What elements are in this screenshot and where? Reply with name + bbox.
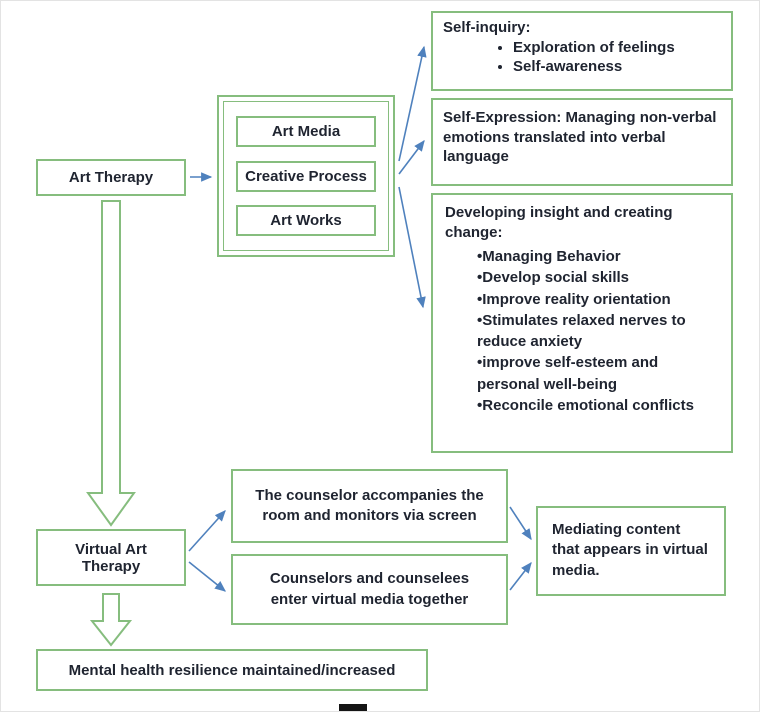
arrow-together-to-mediating — [509, 561, 532, 591]
self-inquiry-node: Self-inquiry: Exploration of feelings Se… — [431, 11, 733, 91]
counselor-monitor-node: The counselor accompanies the room and m… — [231, 469, 508, 543]
art-therapy-node: Art Therapy — [36, 159, 186, 196]
developing-insight-node: Developing insight and creating change: … — [431, 193, 733, 453]
art-media-label: Art Media — [271, 122, 341, 140]
creative-process-group-inner-frame: Art Media Creative Process Art Works — [223, 101, 389, 251]
self-inquiry-bullet: Self-awareness — [513, 58, 731, 75]
art-works-node: Art Works — [236, 205, 376, 237]
art-works-label: Art Works — [270, 212, 342, 230]
arrow-group-to-developing — [398, 186, 426, 309]
art-media-node: Art Media — [236, 115, 376, 147]
art-therapy-label: Art Therapy — [68, 169, 154, 186]
developing-bullet: Managing Behavior — [477, 246, 723, 267]
developing-bullet: Improve reality orientation — [477, 289, 723, 310]
arrow-group-to-selfinquiry — [398, 45, 427, 162]
arrow-group-to-selfexpression — [398, 139, 425, 175]
developing-bullet: Stimulates relaxed nerves to reduce anxi… — [477, 310, 723, 353]
developing-insight-bullet-list: Managing Behavior Develop social skills … — [433, 242, 731, 416]
creative-process-node: Creative Process — [236, 160, 376, 192]
creative-process-group: Art Media Creative Process Art Works — [217, 95, 395, 257]
developing-insight-title: Developing insight and creating change: — [445, 204, 673, 241]
counselors-together-node: Counselors and counselees enter virtual … — [231, 554, 508, 625]
developing-bullet: Develop social skills — [477, 267, 723, 288]
self-inquiry-bullet: Exploration of feelings — [513, 39, 731, 56]
block-arrow-arttherapy-to-virtual — [86, 200, 136, 527]
developing-bullet: Reconcile emotional conflicts — [477, 395, 723, 416]
counselor-monitor-text: The counselor accompanies the room and m… — [255, 486, 484, 524]
block-arrow-virtual-to-outcome — [89, 593, 133, 647]
self-expression-node: Self-Expression: Managing non-verbal emo… — [431, 98, 733, 186]
self-inquiry-title: Self-inquiry: — [443, 19, 531, 36]
self-inquiry-bullet-list: Exploration of feelings Self-awareness — [433, 39, 731, 75]
outcome-node: Mental health resilience maintained/incr… — [36, 649, 428, 691]
arrow-virtual-to-monitor — [188, 510, 226, 552]
mediating-content-node: Mediating content that appears in virtua… — [536, 506, 726, 596]
creative-process-label: Creative Process — [245, 167, 367, 185]
virtual-art-therapy-label: Virtual Art Therapy — [75, 540, 147, 575]
self-expression-text: Self-Expression: Managing non-verbal emo… — [443, 109, 717, 165]
virtual-art-therapy-node: Virtual Art Therapy — [36, 529, 186, 586]
arrow-virtual-to-together — [188, 561, 226, 592]
mediating-content-text: Mediating content that appears in virtua… — [552, 521, 708, 579]
arrow-monitor-to-mediating — [509, 506, 532, 541]
scan-artifact — [339, 704, 367, 711]
outcome-text: Mental health resilience maintained/incr… — [68, 661, 396, 679]
developing-bullet: improve self-esteem and personal well-be… — [477, 352, 723, 395]
counselors-together-text: Counselors and counselees enter virtual … — [269, 570, 470, 608]
